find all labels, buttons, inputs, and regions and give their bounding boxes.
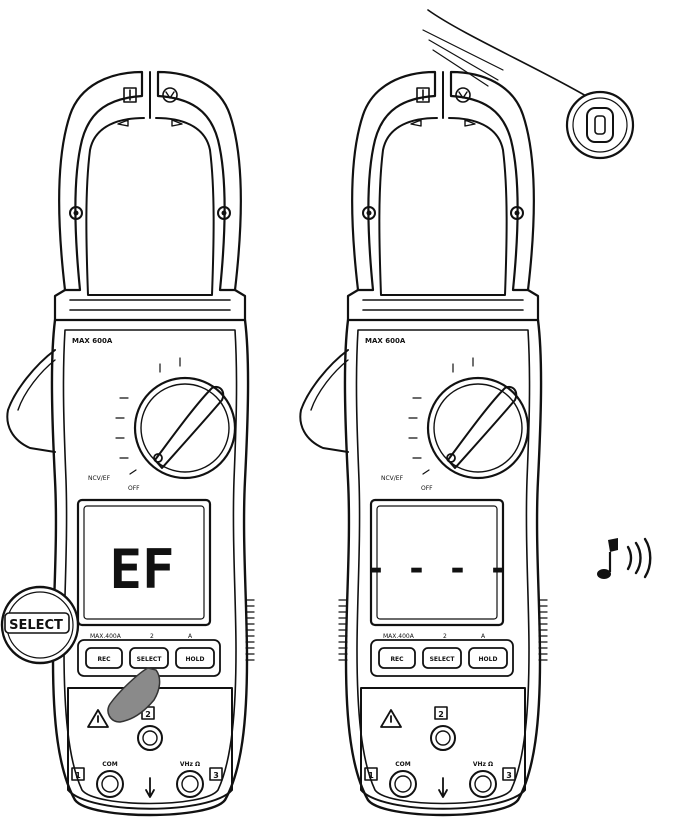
select-button[interactable]: SELECT <box>137 656 163 663</box>
terminal-label-3: 3 <box>506 771 512 780</box>
range-label-right: A <box>481 633 486 640</box>
hold-button[interactable]: HOLD <box>186 656 205 663</box>
select-callout-label: SELECT <box>9 618 63 633</box>
mode-label: NCV/EF <box>88 475 111 482</box>
spec-label: MAX 600A <box>72 337 113 345</box>
rec-button[interactable]: REC <box>97 656 111 663</box>
hold-button[interactable]: HOLD <box>479 656 498 663</box>
ncv-sensor-icon <box>422 9 635 160</box>
terminal-label-1: 1 <box>75 771 81 780</box>
range-label-mid: 2 <box>150 633 154 640</box>
v-jack-label: VHz Ω <box>473 761 493 768</box>
terminal-label-2: 2 <box>438 710 444 719</box>
range-label-mid: 2 <box>443 633 447 640</box>
lcd-display-value: - - - - <box>365 549 508 589</box>
select-callout: SELECT <box>0 585 80 665</box>
terminal-label-3: 3 <box>213 771 219 780</box>
lcd-display-value: EF <box>109 538 174 601</box>
com-jack-label: COM <box>395 761 411 768</box>
off-label: OFF <box>421 485 433 492</box>
finger-press-icon <box>107 667 161 723</box>
com-jack-label: COM <box>102 761 118 768</box>
clamp-meter-left: MAX 600A NCV/EF OFF EF MAX.400A 2 A REC … <box>0 70 256 817</box>
range-label-left: MAX.400A <box>383 633 415 640</box>
select-button[interactable]: SELECT <box>430 656 456 663</box>
terminal-label-1: 1 <box>368 771 374 780</box>
v-jack-label: VHz Ω <box>180 761 200 768</box>
spec-label: MAX 600A <box>365 337 406 345</box>
terminal-label-2: 2 <box>145 710 151 719</box>
range-label-right: A <box>188 633 193 640</box>
range-label-left: MAX.400A <box>90 633 122 640</box>
rec-button[interactable]: REC <box>390 656 404 663</box>
music-note-icon <box>597 538 618 579</box>
off-label: OFF <box>128 485 140 492</box>
clamp-meter-right: MAX 600A NCV/EF OFF - - - - MAX.400A 2 A… <box>299 9 635 817</box>
sound-waves-icon <box>626 537 652 579</box>
mode-label: NCV/EF <box>381 475 404 482</box>
